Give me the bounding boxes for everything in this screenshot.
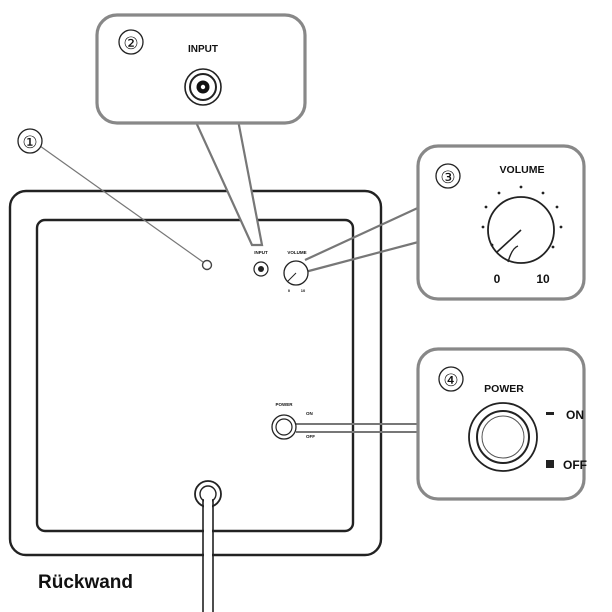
panel-power-label: POWER [275,402,293,407]
panel-off-label: OFF [306,434,315,439]
volume-scale-min: 0 [494,272,501,286]
callout-number-4: ④ [438,366,464,392]
svg-text:①: ① [22,133,37,153]
panel-power-switch [271,414,297,440]
panel-volume-min: 0 [288,288,291,293]
svg-text:②: ② [123,34,138,54]
callout-off-label: OFF [563,458,587,472]
panel-on-label: ON [306,411,313,416]
leader-line-4 [296,423,420,433]
callout-volume-label: VOLUME [500,164,545,176]
callout-number-3: ③ [435,163,461,189]
callout-input-label: INPUT [188,44,218,55]
off-position-icon [546,460,554,468]
power-cord [194,480,222,612]
mounting-hole [201,259,213,271]
leader-line-1 [39,145,204,263]
panel-volume-label: VOLUME [287,250,306,255]
leader-lines [39,119,427,433]
cabinet-inner-panel [35,218,355,533]
callout-number-2: ② [118,29,144,55]
leader-line-2 [193,119,264,247]
rear-panel-caption: Rückwand [38,572,134,593]
panel-volume-knob [283,260,309,286]
volume-knob-detail [481,185,563,264]
panel-volume-max: 10 [301,288,306,293]
callout-on-label: ON [566,408,584,422]
callout-number-1: ① [17,128,43,154]
input-jack-detail [184,68,222,106]
panel-input-jack [253,261,269,277]
svg-text:④: ④ [443,371,458,391]
leader-line-3 [304,205,427,274]
power-switch-detail [468,402,538,472]
svg-text:③: ③ [440,168,455,188]
on-position-icon [546,412,554,415]
volume-scale-max: 10 [536,272,550,286]
panel-input-label: INPUT [254,250,268,255]
callout-power-label: POWER [484,383,524,395]
volume-scale-dots [481,185,563,249]
